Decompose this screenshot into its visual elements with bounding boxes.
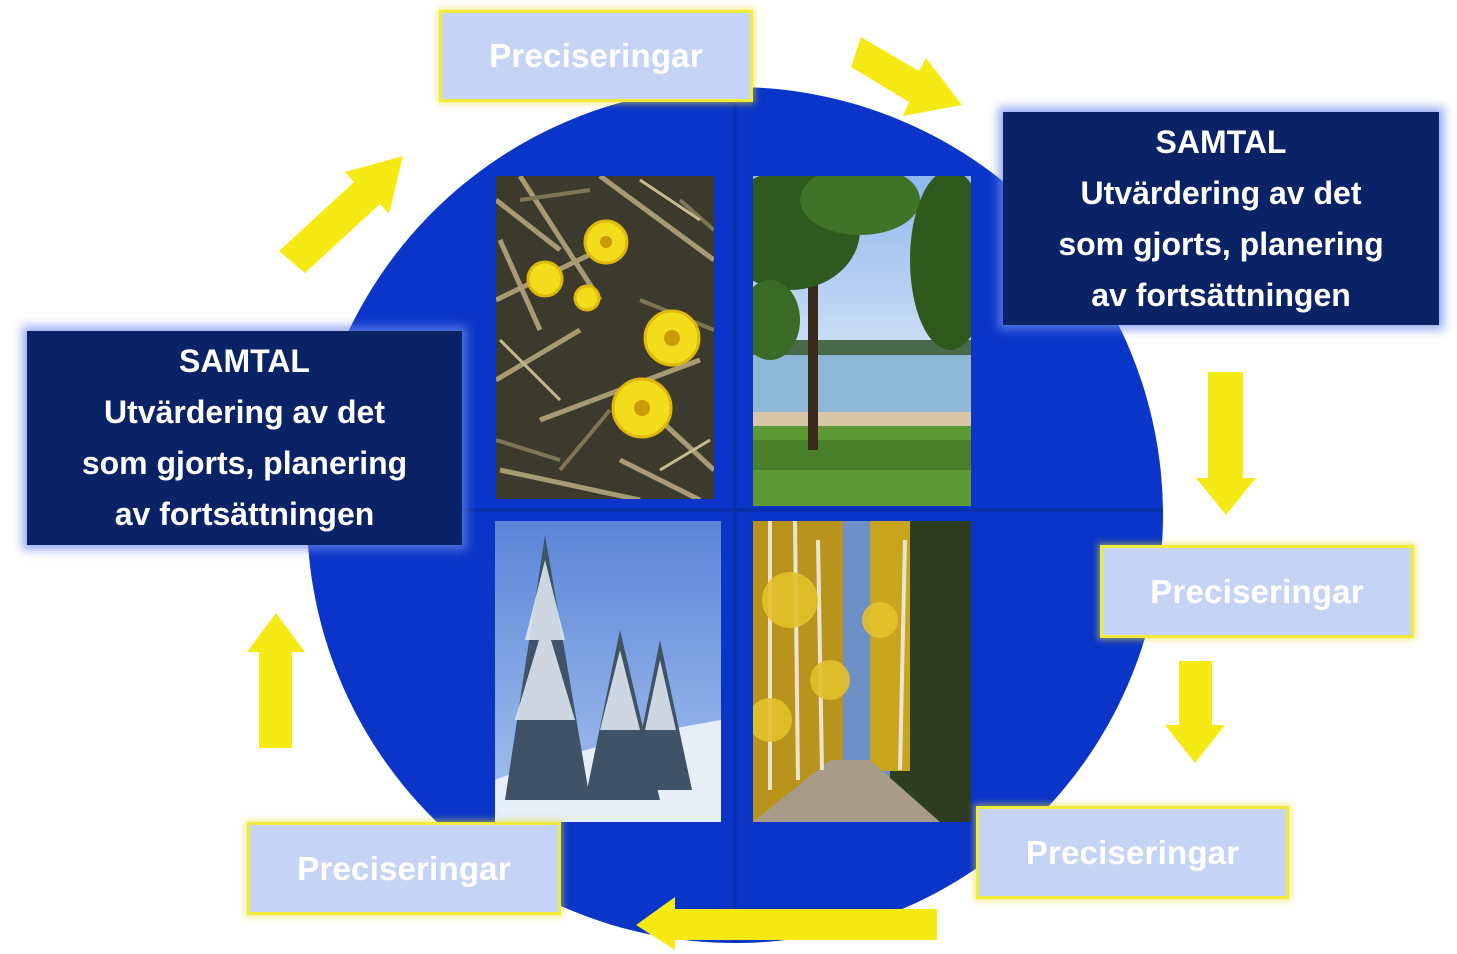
samtal-box-right: SAMTAL Utvärdering av det som gjorts, pl… [1003, 112, 1439, 325]
precision-box-bottom-right: Preciseringar [976, 806, 1289, 899]
precision-label: Preciseringar [1150, 572, 1364, 610]
samtal-line: av fortsättningen [114, 496, 375, 532]
samtal-line: Utvärdering av det [1080, 174, 1362, 211]
autumn-birch-road-photo [753, 521, 971, 822]
precision-label: Preciseringar [489, 37, 703, 74]
samtal-line: Utvärdering av det [104, 394, 385, 430]
samtal-line: som gjorts, planering [81, 445, 408, 481]
samtal-box-left: SAMTAL Utvärdering av det som gjorts, pl… [27, 331, 462, 545]
winter-spruce-photo [495, 521, 721, 822]
precision-box-top: Preciseringar [439, 10, 753, 102]
precision-box-right: Preciseringar [1100, 545, 1414, 638]
samtal-title: SAMTAL [1155, 123, 1287, 160]
arrow-up-right-icon [279, 156, 403, 273]
arrow-down-icon [1196, 372, 1256, 515]
arrow-up-icon [247, 613, 305, 748]
precision-label: Preciseringar [1025, 833, 1240, 871]
samtal-title: SAMTAL [179, 343, 310, 379]
precision-label: Preciseringar [297, 849, 511, 887]
arrow-down-right-icon [851, 37, 962, 116]
spring-coltsfoot-photo [496, 176, 714, 499]
arrow-left-icon [636, 897, 937, 950]
samtal-line: av fortsättningen [1091, 276, 1351, 313]
samtal-line: som gjorts, planering [1058, 225, 1384, 262]
precision-box-bottom-left: Preciseringar [247, 822, 561, 915]
arrow-down-icon-2 [1165, 661, 1225, 763]
summer-lake-photo [753, 176, 971, 506]
